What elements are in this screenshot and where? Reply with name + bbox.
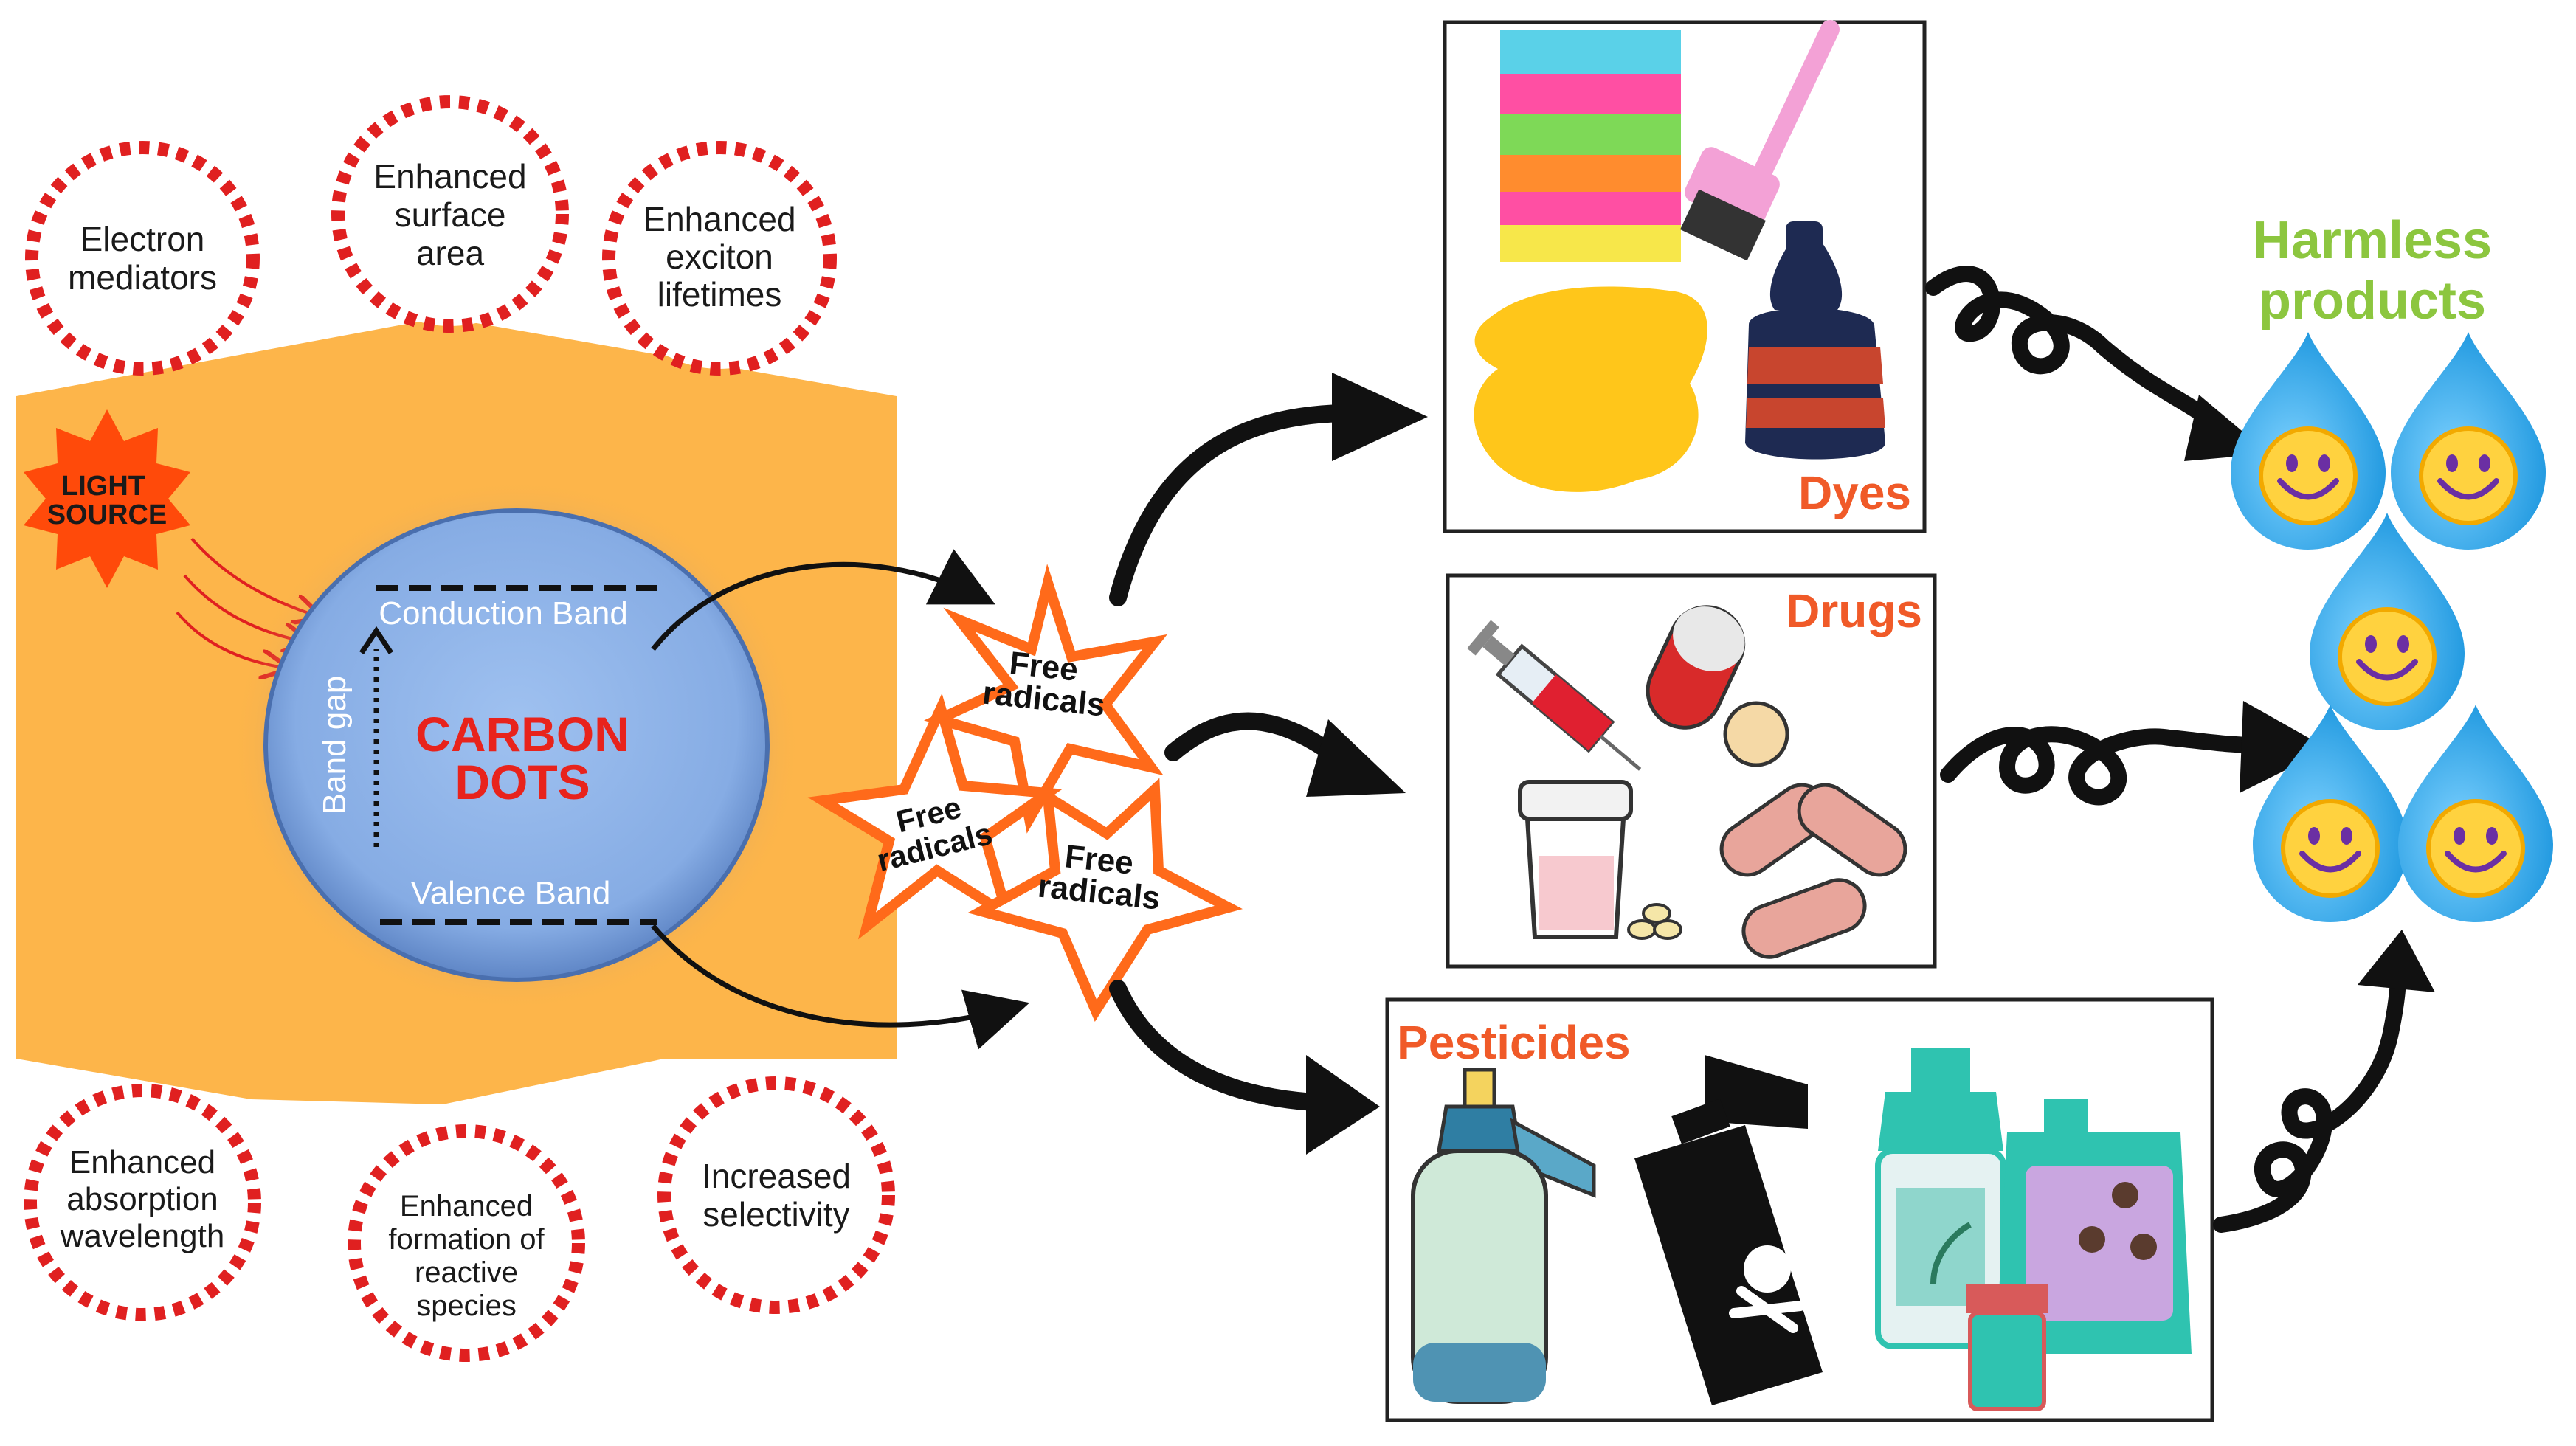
property-selectivity: Increased selectivity	[657, 1076, 895, 1314]
smiling-droplet-icon	[2231, 332, 2386, 550]
dyes-panel: Dyes	[1443, 20, 1927, 533]
property-line: Enhanced	[400, 1190, 533, 1222]
degradation-arrows	[1925, 266, 2406, 1233]
property-line: selectivity	[702, 1195, 849, 1234]
carbon-dot: Conduction Band Valence Band Band gap CA…	[232, 480, 801, 1011]
tie-dye-fabric-icon	[1500, 30, 1681, 262]
property-reactive-species: Enhanced formation of reactive species	[348, 1124, 585, 1362]
carbon-dots-title: CARBON	[415, 707, 629, 761]
property-line: absorption	[66, 1181, 218, 1217]
property-line: wavelength	[60, 1218, 225, 1254]
valence-to-radicals-arrow	[651, 924, 1030, 1050]
property-line: Increased	[702, 1157, 851, 1195]
carbon-dots-title: DOTS	[455, 755, 590, 809]
property-electron-mediators: Electron mediators	[25, 141, 260, 376]
tablet-icon	[1723, 701, 1789, 767]
drugs-label: Drugs	[1786, 584, 1922, 637]
property-line: exciton	[666, 238, 773, 276]
free-radical-line: Free	[1063, 838, 1136, 881]
property-line: area	[416, 234, 484, 272]
property-line: reactive	[415, 1256, 518, 1289]
free-radical-line: Free	[1008, 645, 1080, 688]
smiling-droplet-icon	[2391, 332, 2546, 550]
yellow-paint-splash-icon	[1474, 286, 1707, 492]
syringe-icon	[1467, 620, 1642, 771]
poison-spray-can-icon	[1634, 1055, 1823, 1405]
property-line: formation of	[388, 1223, 545, 1256]
conduction-band-label: Conduction Band	[379, 595, 628, 632]
skull-icon	[1744, 1245, 1791, 1293]
free-radical-star: Free radicals	[807, 693, 1063, 940]
property-surface-area: Enhanced surface area	[331, 95, 569, 333]
light-source-burst-icon	[24, 409, 190, 588]
harmless-products-title: products	[2259, 271, 2486, 331]
dyes-label: Dyes	[1798, 466, 1911, 519]
light-source-line: SOURCE	[47, 499, 168, 530]
light-source: LIGHT SOURCE	[24, 409, 190, 588]
property-line: Enhanced	[643, 200, 795, 238]
property-line: Enhanced	[69, 1144, 215, 1180]
pesticides-label: Pesticides	[1397, 1016, 1631, 1069]
spray-bottle-icon	[1411, 1068, 1596, 1404]
free-radical-star: Free radicals	[924, 564, 1167, 834]
drugs-panel: Drugs	[1446, 573, 1937, 969]
oblong-pills-icon	[1719, 783, 1907, 959]
pesticide-jerrycan-icon	[1996, 1099, 2192, 1354]
pill-jar-icon	[1518, 780, 1633, 939]
property-line: Electron	[80, 220, 205, 258]
reaction-panel-top	[16, 317, 897, 396]
light-source-line: LIGHT	[61, 471, 145, 502]
property-absorption-wavelength: Enhanced absorption wavelength	[24, 1084, 261, 1321]
small-jar-icon	[1966, 1284, 2048, 1411]
property-line: lifetimes	[657, 275, 782, 314]
hair-dye-brush-icon	[1680, 20, 1840, 261]
conduction-to-radicals-arrow	[651, 549, 995, 651]
property-line: surface	[395, 196, 506, 234]
harmless-products-title: Harmless	[2253, 211, 2492, 270]
pesticides-panel: Pesticides	[1385, 997, 2214, 1422]
small-pills-icon	[1627, 903, 1682, 940]
free-radical-star: Free radicals	[967, 778, 1243, 1022]
property-line: mediators	[68, 258, 217, 297]
smiling-droplet-icon	[2398, 705, 2553, 922]
valence-band-label: Valence Band	[411, 875, 611, 911]
property-line: Enhanced	[373, 157, 526, 196]
capsule-icon	[1646, 605, 1746, 730]
property-exciton-lifetimes: Enhanced exciton lifetimes	[602, 141, 837, 376]
band-gap-label: Band gap	[317, 676, 353, 814]
ink-bottle-icon	[1745, 221, 1885, 460]
arrow-heads	[1306, 373, 1428, 1155]
radicals-to-pollutants-arrows	[1109, 404, 1359, 1112]
property-line: species	[416, 1290, 517, 1322]
